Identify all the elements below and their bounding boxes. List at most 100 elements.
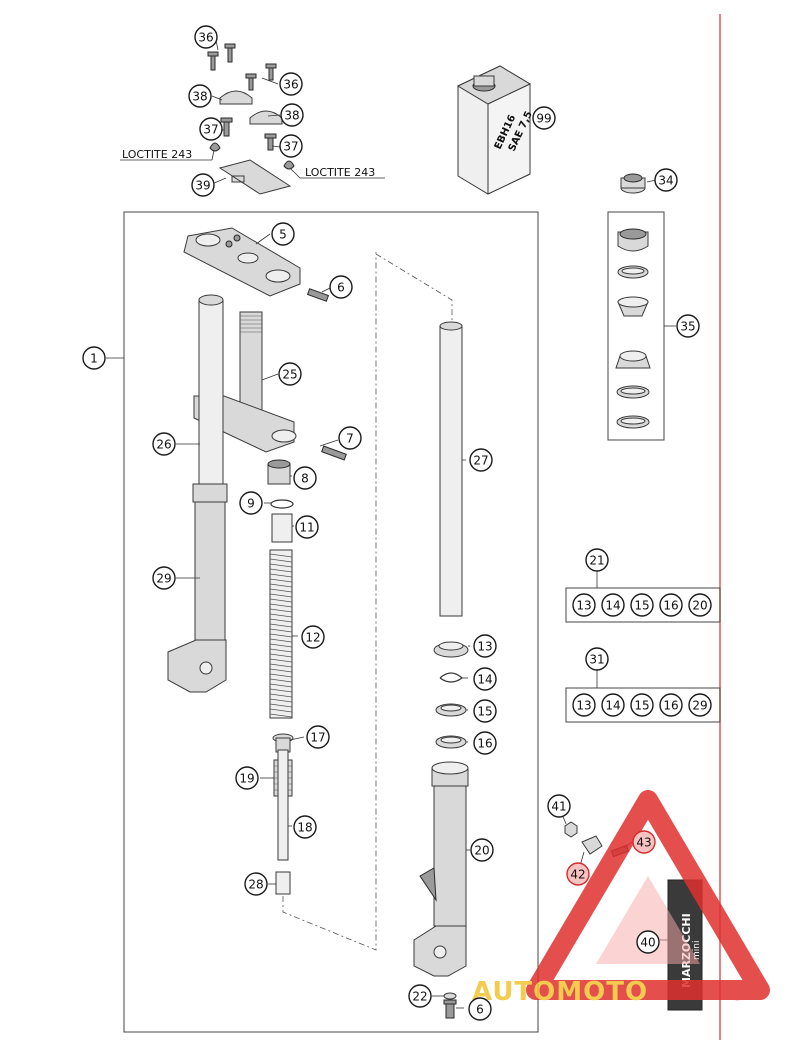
callout-label: 6 <box>337 281 345 295</box>
callout-6: 6 <box>468 997 492 1021</box>
fork-assembly-box-1 <box>123 211 539 1033</box>
kit-item-14: 14 <box>601 593 625 617</box>
kit-item-label: 20 <box>692 599 707 613</box>
spring-coil <box>269 648 293 653</box>
loctite-note-right: LOCTITE 243 <box>305 166 375 179</box>
outer-leg-20 <box>413 761 469 977</box>
spring-coil <box>269 673 293 678</box>
callout-label: 31 <box>589 653 604 667</box>
callout-34: 34 <box>654 168 678 192</box>
kit-item-13: 13 <box>572 693 596 717</box>
kit-box-31 <box>565 687 721 723</box>
callout-label: 14 <box>477 673 492 687</box>
spring-coil <box>269 593 293 598</box>
callout-12: 12 <box>301 625 325 649</box>
kit-item-label: 16 <box>663 599 678 613</box>
kit-item-16: 16 <box>659 693 683 717</box>
kit-item-29: 29 <box>688 693 712 717</box>
callout-38: 38 <box>280 103 304 127</box>
callout-19: 19 <box>235 766 259 790</box>
kit-item-label: 14 <box>605 699 620 713</box>
callout-label: 42 <box>570 868 585 882</box>
callout-21: 21 <box>585 548 609 572</box>
assembly-line-lower <box>282 256 377 951</box>
callout-35: 35 <box>676 314 700 338</box>
clamp-screws-36a <box>207 43 236 71</box>
bearing-parts-35 <box>615 228 651 429</box>
callout-label: 20 <box>474 844 489 858</box>
clamp-bolts-37 <box>209 117 295 170</box>
callout-37: 37 <box>279 134 303 158</box>
fork-cap-8 <box>267 459 291 485</box>
callout-label: 39 <box>195 179 210 193</box>
callout-label: 8 <box>301 472 309 486</box>
kit-item-14: 14 <box>601 693 625 717</box>
leader-6-top <box>321 287 331 293</box>
spring-coil <box>269 568 293 573</box>
part-callouts: 3636383837373999343556125726891127291213… <box>82 25 700 1021</box>
callout-26: 26 <box>152 432 176 456</box>
clamp-screws-36b <box>245 63 277 91</box>
spring-coil <box>269 553 293 558</box>
spring-coil <box>269 578 293 583</box>
callout-31: 31 <box>585 647 609 671</box>
spring-coil <box>269 598 293 603</box>
callout-label: 19 <box>239 772 254 786</box>
spring-coil <box>269 608 293 613</box>
callout-5: 5 <box>271 222 295 246</box>
kit-item-label: 16 <box>663 699 678 713</box>
outer-leg-29 <box>167 483 228 693</box>
assembly-line-upper <box>375 252 453 326</box>
spring-coil <box>269 678 293 683</box>
callout-label: 99 <box>536 112 551 126</box>
callout-label: 36 <box>198 31 213 45</box>
callout-label: 29 <box>156 572 171 586</box>
spring-coil <box>269 633 293 638</box>
callout-36: 36 <box>194 25 218 49</box>
callout-43: 43 <box>632 830 656 854</box>
callout-label: 25 <box>282 368 297 382</box>
spring-coil <box>269 613 293 618</box>
callout-14: 14 <box>473 667 497 691</box>
spring-coil <box>269 663 293 668</box>
callout-label: 18 <box>297 821 312 835</box>
callout-9: 9 <box>239 491 263 515</box>
steering-stem-25 <box>239 311 263 417</box>
callout-13: 13 <box>473 634 497 658</box>
watermark-text-a: AUTOMOTO <box>472 977 648 1007</box>
spring-coil <box>269 563 293 568</box>
callout-label: 15 <box>477 705 492 719</box>
callout-40: 40 <box>636 930 660 954</box>
spring-coil <box>269 703 293 708</box>
loctite-note-left: LOCTITE 243 <box>122 148 192 161</box>
watermark-text-b: HUB <box>704 977 770 1007</box>
callout-25: 25 <box>278 362 302 386</box>
spring-coil <box>269 623 293 628</box>
spring-coil <box>269 618 293 623</box>
callout-27: 27 <box>469 448 493 472</box>
watermark-logo: AUTOMOTO HUB <box>472 790 770 1007</box>
spring-coil <box>269 698 293 703</box>
clamp-bolt-6-top <box>306 288 330 302</box>
callout-18: 18 <box>293 815 317 839</box>
handlebar-clamp-right <box>249 110 283 125</box>
callout-7: 7 <box>338 426 362 450</box>
callout-label: 21 <box>589 554 604 568</box>
kit-item-16: 16 <box>659 593 683 617</box>
callout-label: 37 <box>283 140 298 154</box>
kit-item-13: 13 <box>572 593 596 617</box>
callout-label: 9 <box>247 497 255 511</box>
fork-spring-12 <box>269 549 293 719</box>
spring-coil <box>269 643 293 648</box>
spring-coil <box>269 573 293 578</box>
dust-seal-13 <box>433 641 469 658</box>
spring-coil <box>269 603 293 608</box>
bottom-washer-22 <box>443 992 457 1000</box>
inner-tube-27 <box>439 321 463 617</box>
callout-label: 35 <box>680 320 695 334</box>
callout-label: 38 <box>192 90 207 104</box>
handlebar-mount-39 <box>218 159 292 195</box>
callout-8: 8 <box>293 466 317 490</box>
